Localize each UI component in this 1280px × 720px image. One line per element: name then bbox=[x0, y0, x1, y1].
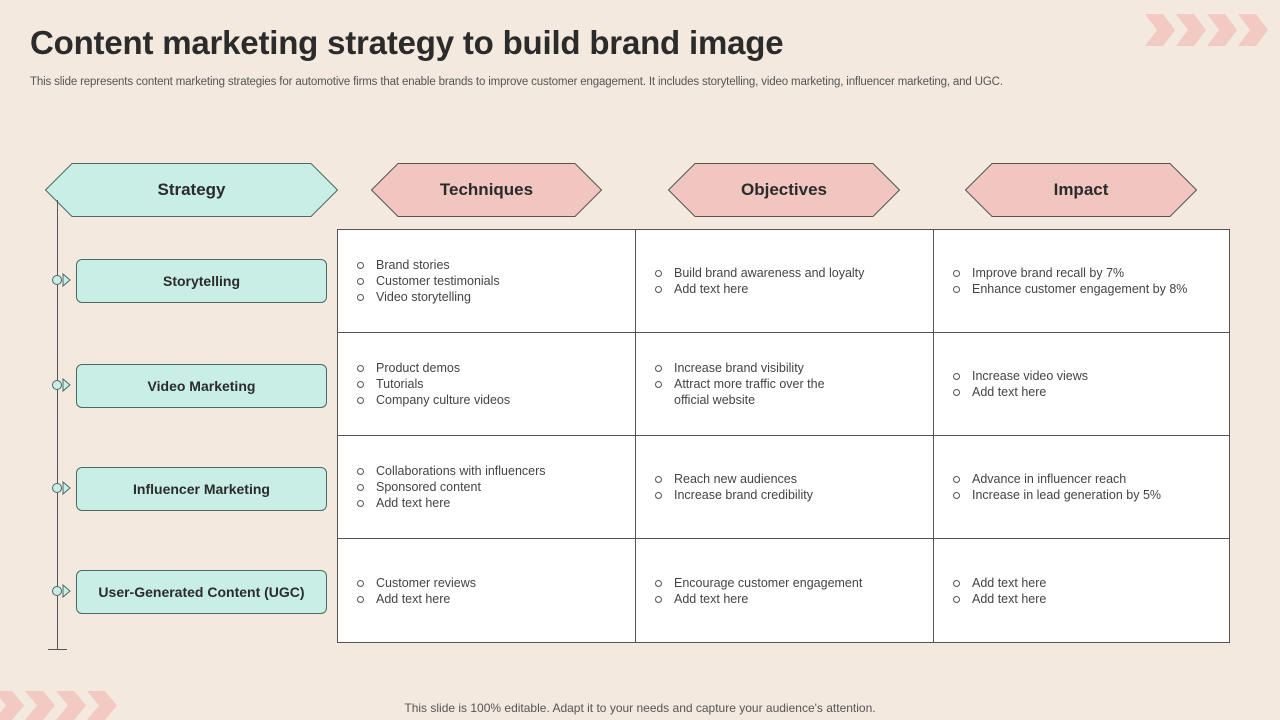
header-strategy-label: Strategy bbox=[157, 180, 226, 199]
list-item: Company culture videos bbox=[356, 392, 510, 408]
list-item: Enhance customer engagement by 8% bbox=[952, 281, 1187, 297]
strategy-item-storytelling: Storytelling bbox=[50, 259, 330, 303]
list-item: Increase brand visibility bbox=[654, 360, 844, 376]
list-item: Increase in lead generation by 5% bbox=[952, 487, 1161, 503]
list-item: Add text here bbox=[654, 591, 862, 607]
header-impact-label: Impact bbox=[1053, 180, 1109, 199]
list-item: Customer reviews bbox=[356, 575, 476, 591]
top-right-chevrons-decoration bbox=[1145, 14, 1268, 46]
connector-icon bbox=[52, 480, 71, 496]
list-item: Brand stories bbox=[356, 257, 500, 273]
cell-impact: Increase video views Add text here bbox=[934, 333, 1229, 436]
list-item: Tutorials bbox=[356, 376, 510, 392]
list-item: Customer testimonials bbox=[356, 273, 500, 289]
list-item: Add text here bbox=[952, 591, 1046, 607]
list-item: Add text here bbox=[356, 495, 546, 511]
header-impact: Impact bbox=[965, 163, 1197, 217]
list-item: Attract more traffic over the official w… bbox=[654, 376, 844, 408]
timeline-line bbox=[57, 200, 58, 650]
strategy-item-ugc: User-Generated Content (UGC) bbox=[50, 570, 330, 614]
list-item: Add text here bbox=[654, 281, 864, 297]
cell-techniques: Collaborations with influencers Sponsore… bbox=[338, 436, 636, 539]
connector-icon bbox=[52, 377, 71, 393]
slide-subtitle: This slide represents content marketing … bbox=[30, 76, 1003, 88]
list-item: Increase video views bbox=[952, 368, 1088, 384]
list-item: Add text here bbox=[356, 591, 476, 607]
cell-techniques: Customer reviews Add text here bbox=[338, 539, 636, 642]
cell-impact: Advance in influencer reach Increase in … bbox=[934, 436, 1229, 539]
cell-techniques: Product demos Tutorials Company culture … bbox=[338, 333, 636, 436]
strategy-label: User-Generated Content (UGC) bbox=[76, 570, 327, 614]
list-item: Add text here bbox=[952, 575, 1046, 591]
list-item: Video storytelling bbox=[356, 289, 500, 305]
strategy-label: Storytelling bbox=[76, 259, 327, 303]
cell-impact: Improve brand recall by 7% Enhance custo… bbox=[934, 230, 1229, 333]
list-item: Collaborations with influencers bbox=[356, 463, 546, 479]
header-objectives: Objectives bbox=[668, 163, 900, 217]
strategy-item-video-marketing: Video Marketing bbox=[50, 364, 330, 408]
connector-icon bbox=[52, 583, 71, 599]
cell-objectives: Build brand awareness and loyalty Add te… bbox=[636, 230, 934, 333]
hexagon-shape bbox=[668, 163, 900, 217]
header-strategy: Strategy bbox=[45, 163, 338, 217]
cell-techniques: Brand stories Customer testimonials Vide… bbox=[338, 230, 636, 333]
list-item: Encourage customer engagement bbox=[654, 575, 862, 591]
hexagon-shape bbox=[45, 163, 338, 217]
strategy-table: Brand stories Customer testimonials Vide… bbox=[337, 229, 1230, 643]
header-techniques: Techniques bbox=[371, 163, 602, 217]
list-item: Build brand awareness and loyalty bbox=[654, 265, 864, 281]
list-item: Add text here bbox=[952, 384, 1088, 400]
list-item: Increase brand credibility bbox=[654, 487, 813, 503]
cell-objectives: Increase brand visibility Attract more t… bbox=[636, 333, 934, 436]
slide-title: Content marketing strategy to build bran… bbox=[30, 24, 784, 61]
strategy-label: Video Marketing bbox=[76, 364, 327, 408]
header-techniques-label: Techniques bbox=[439, 180, 534, 199]
list-item: Reach new audiences bbox=[654, 471, 813, 487]
cell-objectives: Reach new audiences Increase brand credi… bbox=[636, 436, 934, 539]
strategy-item-influencer-marketing: Influencer Marketing bbox=[50, 467, 330, 511]
connector-icon bbox=[52, 272, 71, 288]
hexagon-shape bbox=[965, 163, 1197, 217]
list-item: Product demos bbox=[356, 360, 510, 376]
timeline-line-foot bbox=[48, 649, 67, 650]
cell-objectives: Encourage customer engagement Add text h… bbox=[636, 539, 934, 642]
list-item: Advance in influencer reach bbox=[952, 471, 1161, 487]
list-item: Sponsored content bbox=[356, 479, 546, 495]
strategy-label: Influencer Marketing bbox=[76, 467, 327, 511]
slide-footer: This slide is 100% editable. Adapt it to… bbox=[404, 701, 876, 715]
cell-impact: Add text here Add text here bbox=[934, 539, 1229, 642]
list-item: Improve brand recall by 7% bbox=[952, 265, 1187, 281]
bottom-left-chevrons-decoration bbox=[0, 691, 117, 720]
hexagon-shape bbox=[371, 163, 602, 217]
header-objectives-label: Objectives bbox=[741, 180, 827, 199]
